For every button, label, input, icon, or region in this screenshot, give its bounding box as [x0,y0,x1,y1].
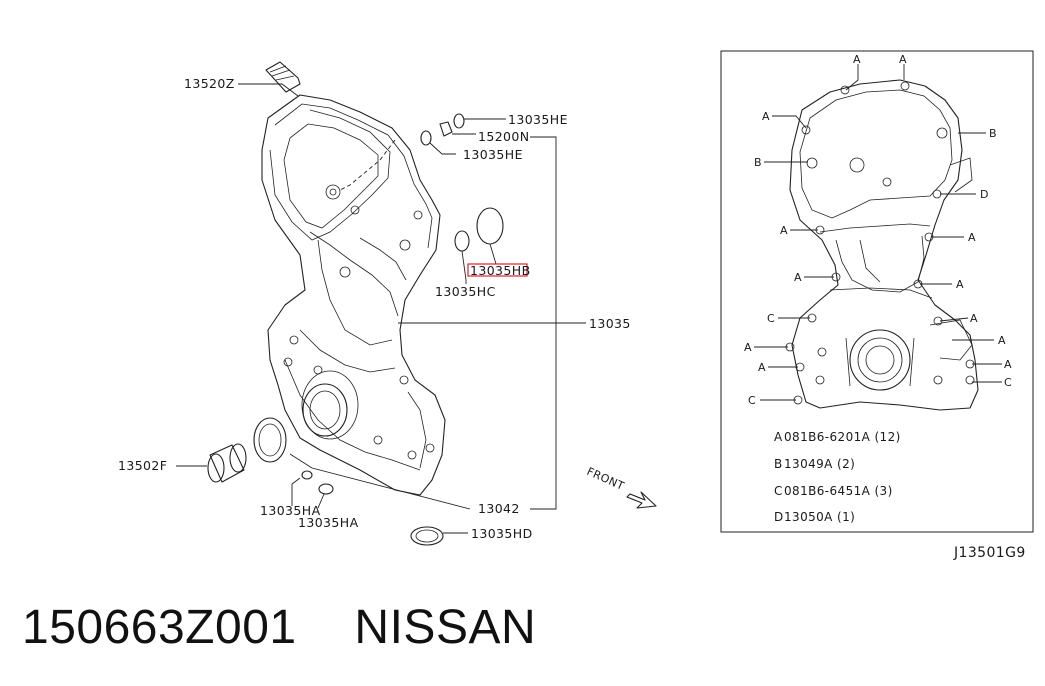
legend-key-b: B [774,457,783,471]
callout-a: A [794,271,802,284]
front-indicator: FRONT [585,465,657,509]
leader-lines [176,83,586,534]
legend-key-d: D [774,510,784,524]
legend-key-a: A [774,430,783,444]
label-15200n: 15200N [478,129,530,144]
callout-leaders [754,64,1002,401]
label-13035he-mid: 13035HE [463,147,523,162]
label-13035hb: 13035HB [470,263,531,278]
diagram-code: J13501G9 [953,545,1026,561]
callout-a: A [998,334,1006,347]
legend-text-b: 13049A (2) [784,457,855,471]
legend-text-c: 081B6-6451A (3) [784,484,893,498]
callout-a: A [744,341,752,354]
callout-c: C [748,394,756,407]
callout-letters: A A A B B D A A A A C A A A A A C C [744,53,1012,407]
front-arrow-icon [626,491,657,509]
label-13042: 13042 [478,501,520,516]
callout-a: A [1004,358,1012,371]
legend-text-a: 081B6-6201A (12) [784,430,901,444]
part-labels: 13520Z 13035HE 15200N 13035HE 13035HB 13… [118,76,631,541]
callout-b: B [989,127,997,140]
detail-box [720,50,1034,533]
brand-name: NISSAN [354,601,537,654]
bolt-legend: A 081B6-6201A (12) B 13049A (2) C 081B6-… [774,430,901,524]
label-13035ha-a: 13035HA [260,503,321,518]
callout-a: A [780,224,788,237]
label-13035hc: 13035HC [435,284,496,299]
callout-a: A [970,312,978,325]
o-rings-drawing [207,113,504,546]
parts-diagram: 13520Z 13035HE 15200N 13035HE 13035HB 13… [118,50,1034,561]
detail-cover-drawing [785,79,979,411]
legend-key-c: C [774,484,783,498]
part-number: 150663Z001 [22,601,297,654]
callout-a: A [968,231,976,244]
highlight-box-13035hb [467,263,528,277]
label-13520z: 13520Z [184,76,235,91]
front-label: FRONT [585,465,626,493]
callout-a: A [899,53,907,66]
label-13035hd: 13035HD [471,526,533,541]
label-13035: 13035 [589,316,631,331]
callout-d: D [980,188,988,201]
callout-a: A [853,53,861,66]
label-13035ha-b: 13035HA [298,515,359,530]
callout-a: A [762,110,770,123]
callout-c: C [767,312,775,325]
part-13520z-drawing [265,61,301,93]
callout-a: A [758,361,766,374]
label-13502f: 13502F [118,458,167,473]
footer: 150663Z001 NISSAN [22,596,536,660]
callout-b: B [754,156,762,169]
label-13035he-top: 13035HE [508,112,568,127]
callout-c: C [1004,376,1012,389]
legend-text-d: 13050A (1) [784,510,855,524]
callout-a: A [956,278,964,291]
timing-cover-drawing [261,94,446,496]
